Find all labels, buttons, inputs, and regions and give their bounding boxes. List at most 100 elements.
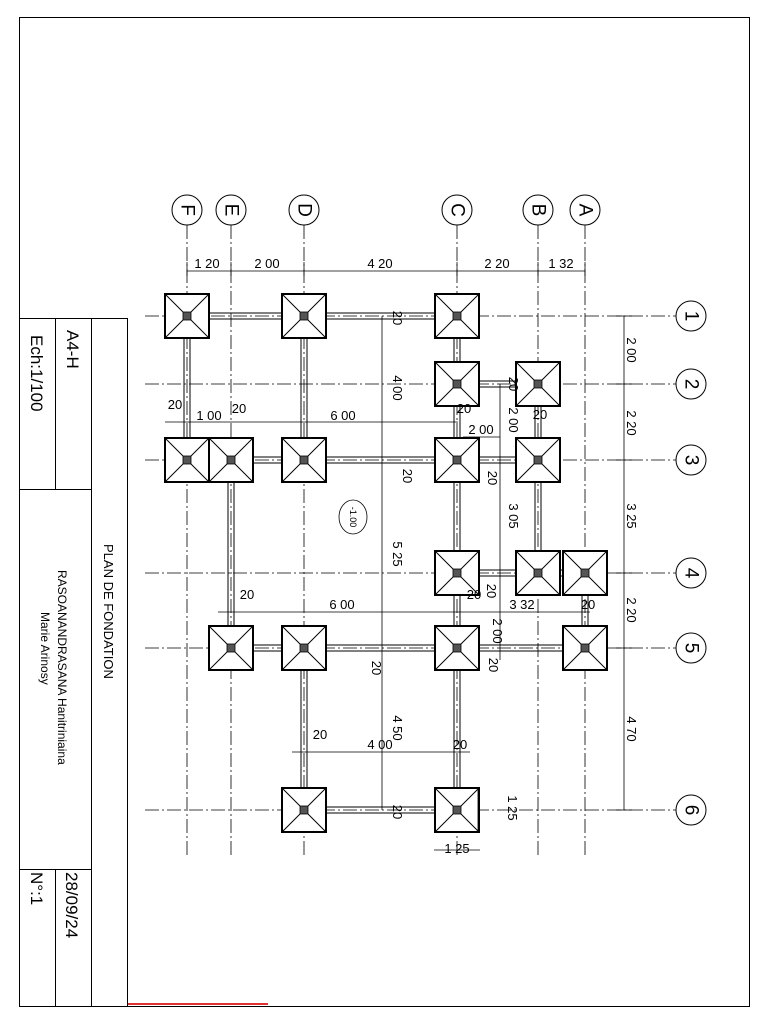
column-stub — [452, 311, 462, 321]
column-stub — [452, 805, 462, 815]
footing-C4 — [434, 550, 480, 596]
axis-label-4: 4 — [681, 568, 702, 579]
dim-400: 4 00 — [367, 737, 392, 752]
title-block-bottom-divider — [19, 869, 56, 1007]
dim-20: 20 — [240, 587, 254, 602]
dim-20: 20 — [506, 377, 521, 391]
axis-bubble-C — [441, 194, 473, 226]
dim-600-top: 6 00 — [330, 408, 355, 423]
column-stub — [533, 568, 543, 578]
footing-A5 — [562, 625, 608, 671]
footing-F1 — [164, 293, 210, 339]
column-stub — [226, 643, 236, 653]
dim-top-1: 1 20 — [194, 256, 219, 271]
dim-20: 20 — [232, 401, 246, 416]
column-stub — [452, 568, 462, 578]
footing-F3 — [164, 437, 210, 483]
dim-400: 4 00 — [390, 375, 405, 400]
column-stub — [299, 805, 309, 815]
dimension-lines — [165, 262, 632, 851]
dim-525: 5 25 — [390, 541, 405, 566]
level-mark-circle — [338, 499, 368, 535]
footing-A4 — [562, 550, 608, 596]
sheet-scale: Ech:1/100 — [27, 335, 46, 412]
footing-C2 — [434, 361, 480, 407]
footing-B2 — [515, 361, 561, 407]
axis-bubble-F — [171, 194, 203, 226]
dim-305: 3 05 — [506, 503, 521, 528]
column-stub — [226, 455, 236, 465]
axis-label-E: E — [221, 204, 242, 217]
dim-right-4: 2 20 — [624, 597, 639, 622]
footing-C1 — [434, 293, 480, 339]
column-stub — [182, 455, 192, 465]
column-stub — [452, 379, 462, 389]
dim-20: 20 — [485, 471, 500, 485]
author-name-2: Marie Arinosy — [38, 612, 52, 685]
dim-332: 3 32 — [509, 597, 534, 612]
column-stub — [182, 311, 192, 321]
footing-E5 — [208, 625, 254, 671]
footing-B3 — [515, 437, 561, 483]
sheet-border — [19, 17, 750, 1007]
dim-top-2: 2 00 — [254, 256, 279, 271]
axis-bubble-3 — [675, 444, 707, 476]
axis-label-1: 1 — [681, 311, 702, 322]
column-stub — [533, 455, 543, 465]
dim-20: 20 — [486, 658, 501, 672]
axis-label-C: C — [447, 203, 468, 217]
footing-C6 — [434, 787, 480, 833]
dim-top-3: 4 20 — [367, 256, 392, 271]
axis-label-2: 2 — [681, 379, 702, 390]
dim-top-4: 2 20 — [484, 256, 509, 271]
sheet-date: 28/09/24 — [62, 872, 81, 939]
axis-label-D: D — [294, 203, 315, 217]
dim-20: 20 — [467, 587, 481, 602]
axis-label-B: B — [528, 204, 549, 217]
dim-right-1: 2 00 — [624, 337, 639, 362]
footing-C5 — [434, 625, 480, 671]
axis-bubble-2 — [675, 368, 707, 400]
axis-bubble-4 — [675, 557, 707, 589]
column-stub — [299, 311, 309, 321]
dim-20: 20 — [533, 407, 547, 422]
axis-bubble-D — [288, 194, 320, 226]
dim-200-b: 2 00 — [490, 618, 505, 643]
column-stub — [299, 643, 309, 653]
axis-bubble-6 — [675, 794, 707, 826]
dim-20: 20 — [400, 469, 415, 483]
dim-200-mid: 2 00 — [468, 422, 493, 437]
author-name: RASOANANDRASANA Hanitriniaina — [55, 570, 69, 765]
drawing-title: PLAN DE FONDATION — [101, 544, 116, 679]
red-marker-line — [128, 1003, 268, 1005]
dim-20: 20 — [453, 737, 467, 752]
dim-20: 20 — [390, 805, 405, 819]
footing-D5 — [281, 625, 327, 671]
dim-right-5: 4 70 — [624, 716, 639, 741]
dim-450: 4 50 — [390, 715, 405, 740]
axis-label-6: 6 — [681, 805, 702, 816]
dim-125-v: 1 25 — [505, 795, 520, 820]
footing-D6 — [281, 787, 327, 833]
dim-200-a: 2 00 — [506, 407, 521, 432]
axis-label-3: 3 — [681, 455, 702, 466]
footing-C3 — [434, 437, 480, 483]
dim-20: 20 — [581, 597, 595, 612]
footing-D3 — [281, 437, 327, 483]
level-mark: -1.00 — [348, 507, 358, 528]
column-stub — [580, 568, 590, 578]
dim-20: 20 — [313, 727, 327, 742]
column-stub — [533, 379, 543, 389]
dim-20: 20 — [369, 661, 384, 675]
column-stub — [452, 455, 462, 465]
column-stub — [452, 643, 462, 653]
column-stub — [299, 455, 309, 465]
axis-bubble-5 — [675, 632, 707, 664]
dim-100: 1 00 — [196, 408, 221, 423]
dim-125: 1 25 — [444, 841, 469, 856]
axis-label-5: 5 — [681, 643, 702, 654]
dim-20: 20 — [168, 397, 182, 412]
